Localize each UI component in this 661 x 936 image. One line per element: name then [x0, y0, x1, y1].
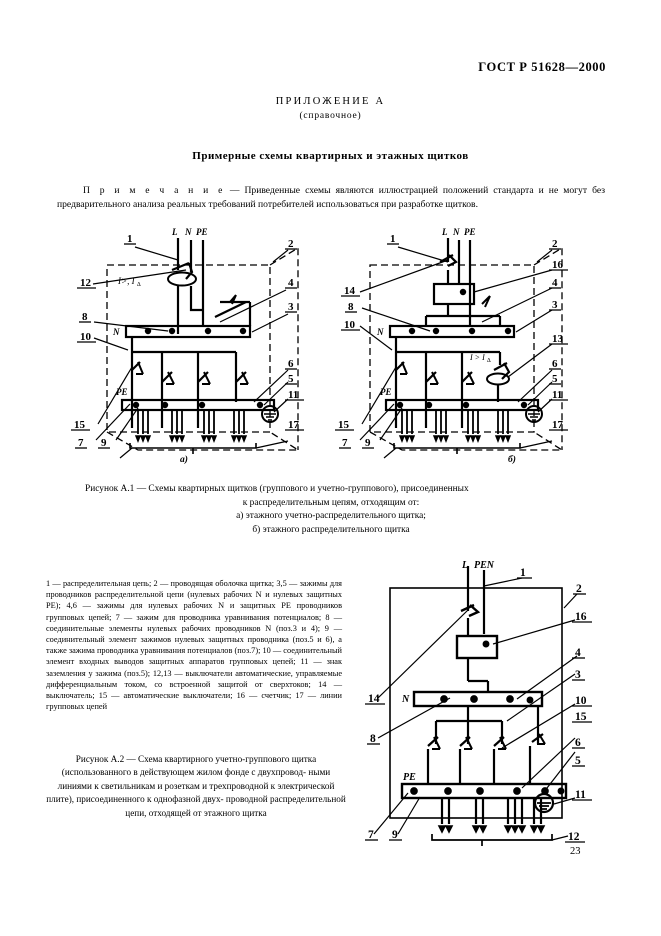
svg-text:N: N — [452, 227, 460, 237]
svg-text:17: 17 — [288, 419, 300, 431]
note-text: — Приведенные схемы являются иллюстрацие… — [57, 185, 605, 210]
svg-text:3: 3 — [575, 669, 581, 681]
figure-a2-caption-line4: электрической плите), присоединенного к … — [46, 780, 335, 805]
svg-text:10: 10 — [344, 319, 356, 331]
svg-text:11: 11 — [288, 389, 298, 401]
svg-text:16: 16 — [552, 259, 564, 271]
svg-text:9: 9 — [392, 829, 398, 841]
svg-text:2: 2 — [576, 583, 582, 595]
figure-a2-caption-line3: ными линиями к светильникам и розеткам и… — [57, 767, 331, 791]
appendix-subtitle: (справочное) — [299, 111, 362, 121]
svg-text:∆: ∆ — [137, 282, 141, 288]
svg-text:8: 8 — [348, 301, 354, 313]
svg-text:1: 1 — [520, 567, 526, 579]
legend-text: 1 — распределительная цепь; 2 — проводящ… — [46, 579, 342, 712]
svg-text:PE: PE — [403, 772, 416, 783]
svg-text:13: 13 — [552, 333, 564, 345]
figure-a1-diagram-a: L N PE I>, I ∆ N PE 1 2 12 8 10 4 3 6 — [60, 222, 350, 467]
svg-text:4: 4 — [552, 277, 558, 289]
figure-a1-caption-line2: к распределительным цепям, отходящим от: — [242, 497, 420, 508]
svg-text:9: 9 — [101, 437, 107, 449]
svg-text:3: 3 — [552, 299, 558, 311]
svg-text:N: N — [401, 694, 410, 705]
svg-text:16: 16 — [575, 611, 587, 623]
figure-a1-caption-line1: Рисунок А.1 — Схемы квартирных щитков (г… — [85, 484, 469, 494]
note-paragraph: П р и м е ч а н и е — Приведенные схемы … — [57, 184, 605, 211]
svg-text:5: 5 — [552, 373, 558, 385]
svg-text:12: 12 — [80, 277, 92, 289]
svg-text:9: 9 — [365, 437, 371, 449]
svg-text:6: 6 — [575, 737, 581, 749]
svg-text:4: 4 — [575, 647, 581, 659]
svg-text:L: L — [461, 560, 468, 571]
svg-text:14: 14 — [368, 693, 380, 705]
svg-text:N: N — [184, 227, 192, 237]
svg-text:PE: PE — [116, 387, 128, 397]
svg-text:2: 2 — [552, 238, 558, 250]
svg-text:5: 5 — [288, 373, 294, 385]
figure-a2-diagram: L PEN N PE 1 2 16 4 3 10 15 6 5 11 14 8 … — [362, 556, 620, 856]
svg-text:2: 2 — [288, 238, 294, 250]
svg-text:PEN: PEN — [474, 560, 495, 571]
figure-a1-caption-line3: а) этажного учетно-распределительного щи… — [236, 511, 426, 521]
svg-text:10: 10 — [575, 695, 587, 707]
svg-text:17: 17 — [552, 419, 564, 431]
figure-a1-diagram-b: L N PE N PE I > I ∆ 1 2 14 8 10 16 4 3 1… — [330, 222, 620, 467]
figure-a2-caption-line2: (использованного в действующем жилом фон… — [61, 767, 307, 778]
svg-text:PE: PE — [380, 387, 392, 397]
svg-text:8: 8 — [370, 733, 376, 745]
svg-text:10: 10 — [80, 331, 92, 343]
svg-text:I > I: I > I — [469, 353, 485, 362]
svg-text:PE: PE — [464, 227, 476, 237]
svg-text:1: 1 — [127, 233, 133, 245]
figure-a2-caption-line1: Рисунок А.2 — Схема квартирного учетно-г… — [75, 754, 317, 764]
figure-a1-caption: Рисунок А.1 — Схемы квартирных щитков (г… — [57, 483, 605, 537]
svg-text:L: L — [441, 227, 448, 237]
appendix-title: ПРИЛОЖЕНИЕ А — [275, 96, 386, 107]
svg-text:15: 15 — [575, 711, 587, 723]
figure-a2-caption-line5: проводной распределительной цепи, отходя… — [125, 794, 346, 818]
svg-text:6: 6 — [288, 358, 294, 370]
svg-text:N: N — [112, 327, 120, 337]
subfigure-label-b: б) — [508, 455, 516, 465]
svg-text:L: L — [171, 227, 178, 237]
svg-text:8: 8 — [82, 311, 88, 323]
figure-a2-caption-line6: щитка — [242, 807, 267, 818]
svg-text:15: 15 — [338, 419, 350, 431]
svg-text:11: 11 — [552, 389, 562, 401]
svg-text:3: 3 — [288, 301, 294, 313]
svg-text:7: 7 — [78, 437, 84, 449]
svg-text:4: 4 — [288, 277, 294, 289]
svg-text:15: 15 — [74, 419, 86, 431]
subfigure-label-a: а) — [180, 455, 188, 465]
svg-text:1: 1 — [390, 233, 396, 245]
svg-text:N: N — [376, 327, 384, 337]
figure-a1-caption-line4: б) этажного распределительного щитка — [252, 524, 410, 535]
svg-text:PE: PE — [196, 227, 208, 237]
svg-text:12: 12 — [568, 831, 580, 843]
svg-text:6: 6 — [552, 358, 558, 370]
standard-number: ГОСТ Р 51628—2000 — [478, 60, 606, 74]
page-number: 23 — [570, 846, 581, 857]
svg-text:I>, I: I>, I — [117, 276, 136, 286]
svg-text:7: 7 — [342, 437, 348, 449]
svg-text:5: 5 — [575, 755, 581, 767]
svg-text:14: 14 — [344, 285, 356, 297]
note-label: П р и м е ч а н и е — [83, 185, 225, 196]
svg-text:7: 7 — [368, 829, 374, 841]
svg-text:11: 11 — [575, 789, 586, 801]
figure-a2-caption: Рисунок А.2 — Схема квартирного учетно-г… — [46, 753, 346, 820]
svg-text:∆: ∆ — [487, 358, 491, 364]
page-title: Примерные схемы квартирных и этажных щит… — [192, 150, 469, 162]
